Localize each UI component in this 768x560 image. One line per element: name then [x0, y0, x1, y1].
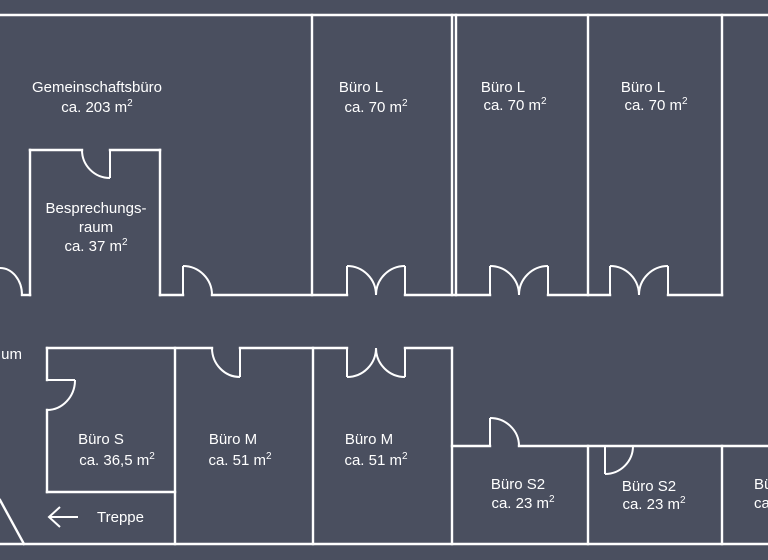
room-labels: Gemeinschaftsbüro ca. 203 m2 Besprechung…: [1, 79, 768, 526]
room-buero-m-1-name: Büro M: [209, 431, 257, 448]
door-m2-arc-a: [346, 347, 377, 378]
door-m1-arc: [211, 347, 241, 378]
door-l1-arc-a: [346, 265, 377, 296]
room-buero-m-2-area: ca. 51 m2: [344, 451, 408, 469]
wall-stair-diagonal: [0, 498, 26, 546]
room-buero-m-1-area: ca. 51 m2: [208, 451, 272, 469]
door-s2b-arc: [604, 445, 634, 475]
room-buero-l-1-name: Büro L: [339, 79, 383, 96]
room-buero-s2-2-area: ca. 23 m2: [622, 495, 686, 513]
room-buero-l-2-name: Büro L: [481, 79, 525, 96]
door-m2-arc-b: [375, 347, 406, 378]
door-bespr-arc: [81, 149, 111, 179]
door-l3-arc-a: [609, 265, 640, 296]
walls: [0, 13, 768, 546]
room-buero-s-name: Büro S: [78, 431, 124, 448]
room-partial-right-name: Bü: [754, 476, 768, 493]
door-l3-arc-b: [638, 265, 669, 296]
room-gemeinschaftsbuero-area: ca. 203 m2: [61, 98, 133, 116]
room-buero-s2-2-name: Büro S2: [622, 478, 676, 495]
room-buero-s2-1-area: ca. 23 m2: [491, 494, 555, 512]
room-buero-s-area: ca. 36,5 m2: [79, 451, 155, 469]
room-buero-l-2-area: ca. 70 m2: [483, 96, 547, 114]
room-partial-left-name: um: [1, 346, 22, 363]
room-partial-right-area: ca: [754, 495, 768, 512]
room-buero-l-1-area: ca. 70 m2: [344, 98, 408, 116]
door-left-edge: [0, 267, 23, 296]
door-s2a-arc: [489, 417, 520, 447]
door-s-arc: [46, 379, 76, 411]
room-buero-s2-1-name: Büro S2: [491, 476, 545, 493]
room-besprechungsraum-area: ca. 37 m2: [64, 237, 128, 255]
arrow-left-icon: [47, 506, 78, 528]
door-gemein-arc: [182, 265, 213, 296]
door-l1-arc-b: [375, 265, 406, 296]
room-buero-l-3-name: Büro L: [621, 79, 665, 96]
room-buero-m-2-name: Büro M: [345, 431, 393, 448]
doors: [0, 149, 669, 475]
door-l2-arc-b: [518, 265, 549, 296]
room-besprechungsraum-name-2: raum: [79, 219, 113, 236]
room-besprechungsraum-name-1: Besprechungs-: [46, 200, 147, 217]
door-l2-arc-a: [489, 265, 520, 296]
room-buero-l-3-area: ca. 70 m2: [624, 96, 688, 114]
stairs-label: Treppe: [97, 509, 144, 526]
room-gemeinschaftsbuero-name: Gemeinschaftsbüro: [32, 79, 162, 96]
